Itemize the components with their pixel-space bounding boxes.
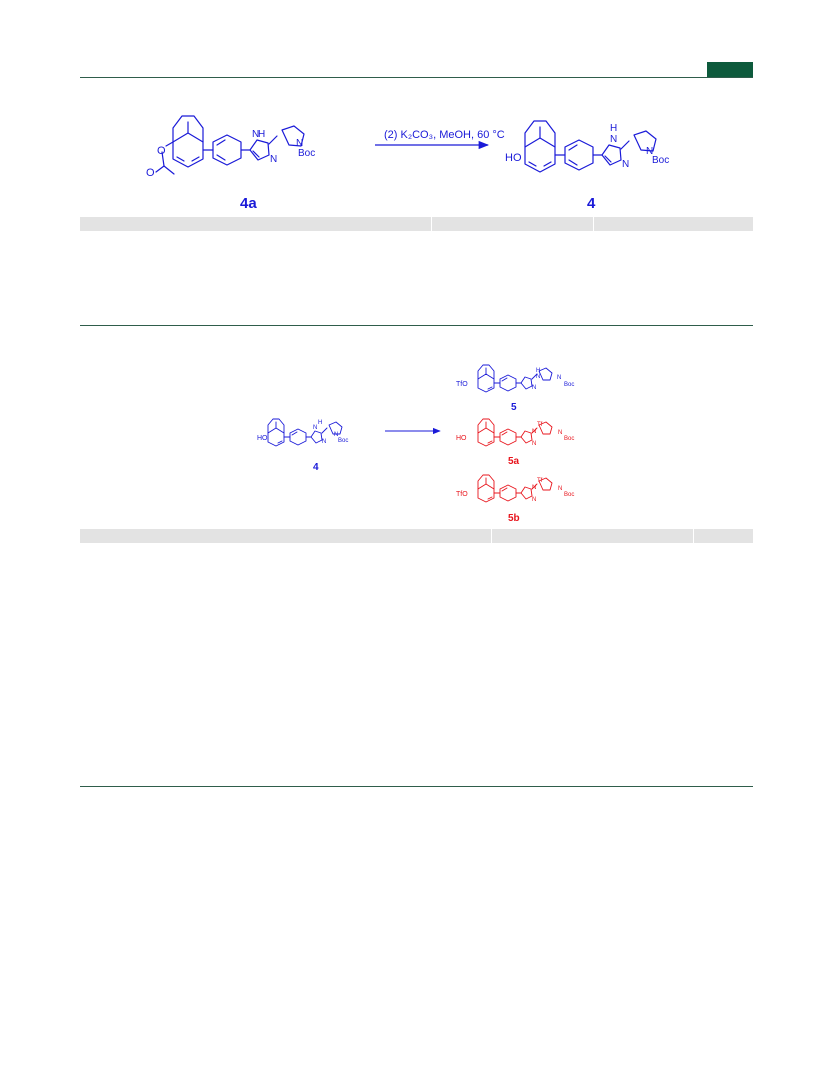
table-header-bar-2 xyxy=(80,529,753,543)
atom-boc: Boc xyxy=(652,155,669,166)
atom-n2: N xyxy=(532,441,536,447)
atom-tf: Tf xyxy=(537,478,543,484)
atom-tfo: TfO xyxy=(456,381,468,388)
header-rule xyxy=(80,77,753,78)
journal-brand-bar xyxy=(707,62,753,77)
compound-label-5: 5 xyxy=(511,402,517,413)
atom-n2: N xyxy=(622,159,629,170)
table-column-divider xyxy=(693,529,694,543)
compound-5a-structure: HO Tf N N N Boc xyxy=(456,418,574,447)
atom-n-ring: N xyxy=(313,425,317,431)
atom-ho: HO xyxy=(456,435,467,442)
atom-n2: N xyxy=(532,497,536,503)
compound-5b-structure: TfO Tf N N N Boc xyxy=(456,474,574,503)
compound-4-small-structure: HO H N N N Boc xyxy=(257,418,348,447)
atom-n-pyrrolidine: N xyxy=(334,432,338,438)
table-column-divider xyxy=(431,217,432,231)
atom-n-pyrrolidine: N xyxy=(557,375,561,381)
section-divider-2 xyxy=(80,786,753,787)
atom-n-ring: N xyxy=(252,129,259,140)
atom-n-pyrrolidine: N xyxy=(296,138,303,149)
atom-boc: Boc xyxy=(564,492,574,498)
atom-ho: HO xyxy=(505,152,522,164)
atom-n-ring: N xyxy=(532,485,536,491)
atom-n-ring: N xyxy=(532,429,536,435)
compound-4a-structure: O O H N N N Boc xyxy=(146,115,315,179)
atom-nh: H xyxy=(610,123,617,134)
atom-tfo: TfO xyxy=(456,491,468,498)
section-divider-1 xyxy=(80,325,753,326)
atom-tf: Tf xyxy=(537,422,543,428)
table-header-bar-1 xyxy=(80,217,753,231)
compound-label-4-small: 4 xyxy=(313,462,319,473)
compound-4-structure: HO H N N N Boc xyxy=(505,120,669,173)
reagent-text: (2) K₂CO₃, MeOH, 60 °C xyxy=(384,129,505,141)
atom-o-ester: O xyxy=(157,145,166,157)
compound-label-5b: 5b xyxy=(508,513,520,524)
atom-n-ring: N xyxy=(610,134,617,145)
atom-nh: H xyxy=(536,368,540,374)
atom-o-carbonyl: O xyxy=(146,167,155,179)
atom-boc: Boc xyxy=(298,148,315,159)
atom-n-pyrrolidine: N xyxy=(558,430,562,436)
compound-label-5a: 5a xyxy=(508,456,520,467)
atom-n-ring: N xyxy=(536,374,540,380)
atom-nh: H xyxy=(258,129,265,140)
atom-boc: Boc xyxy=(564,436,574,442)
compound-label-4: 4 xyxy=(587,195,596,212)
atom-boc: Boc xyxy=(564,382,574,388)
atom-n2: N xyxy=(322,439,326,445)
compound-5-structure: TfO H N N N Boc xyxy=(456,364,574,393)
atom-boc: Boc xyxy=(338,438,348,444)
atom-n-pyrrolidine: N xyxy=(646,146,653,157)
atom-ho: HO xyxy=(257,435,268,442)
compound-label-4a: 4a xyxy=(240,195,257,212)
table-column-divider xyxy=(491,529,492,543)
atom-n-pyrrolidine: N xyxy=(558,486,562,492)
atom-n2: N xyxy=(532,385,536,391)
atom-nh: H xyxy=(318,420,322,426)
atom-n2: N xyxy=(270,154,277,165)
table-column-divider xyxy=(593,217,594,231)
